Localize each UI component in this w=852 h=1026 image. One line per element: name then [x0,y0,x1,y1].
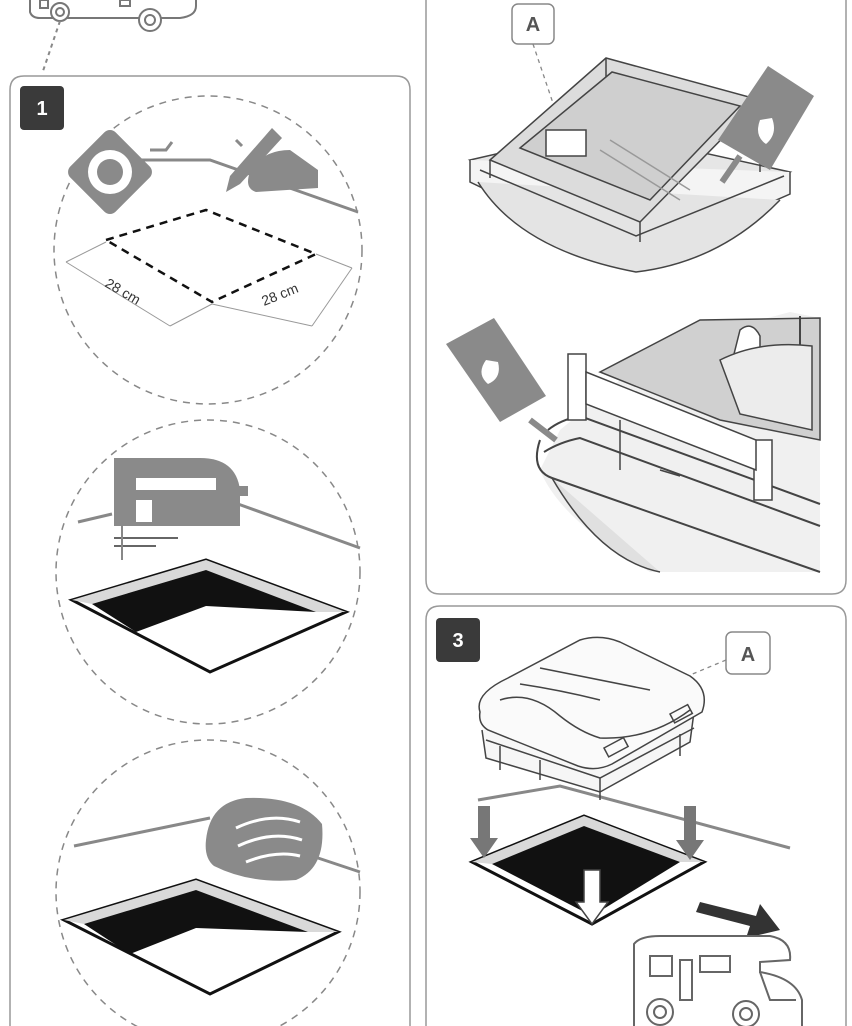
dimension-lines [65,241,353,327]
roof-line [477,784,791,850]
step-3-panel: 3 A [425,605,847,1026]
down-arrow-icon [470,806,704,926]
ac-unit [478,636,705,800]
cutout-outline [102,208,320,304]
tape-measure-icon [68,130,174,214]
cleaning-cloth-hand-icon [205,797,323,881]
callout-a-label: A [526,14,540,36]
step-3-badge [436,618,480,662]
step-1-number: 1 [36,98,47,120]
clean-circle [55,739,361,1026]
unit-base-top [467,57,793,273]
direction-arrow-icon [696,902,780,938]
jigsaw-icon [114,458,248,560]
step-1-badge [20,86,64,130]
step-3-number: 3 [452,630,463,652]
camper-van-icon [633,935,803,1026]
step-1-panel: 1 [9,75,411,1026]
cut-circle [55,419,361,725]
sealant-tube-icon-detail [446,318,558,443]
unit-detail-zoom [536,312,821,573]
measure-circle: 28 cm 28 cm [53,95,363,405]
sealant-tube-icon-top [718,66,814,184]
step-2-panel: A [425,0,847,595]
callout-a-box-step3 [725,631,771,675]
callout-a-label-step3: A [741,644,755,666]
clean-hole [59,878,342,996]
pencil-hand-icon [226,128,318,192]
camper-van-icon-top [29,0,197,75]
cut-hole [68,558,350,674]
